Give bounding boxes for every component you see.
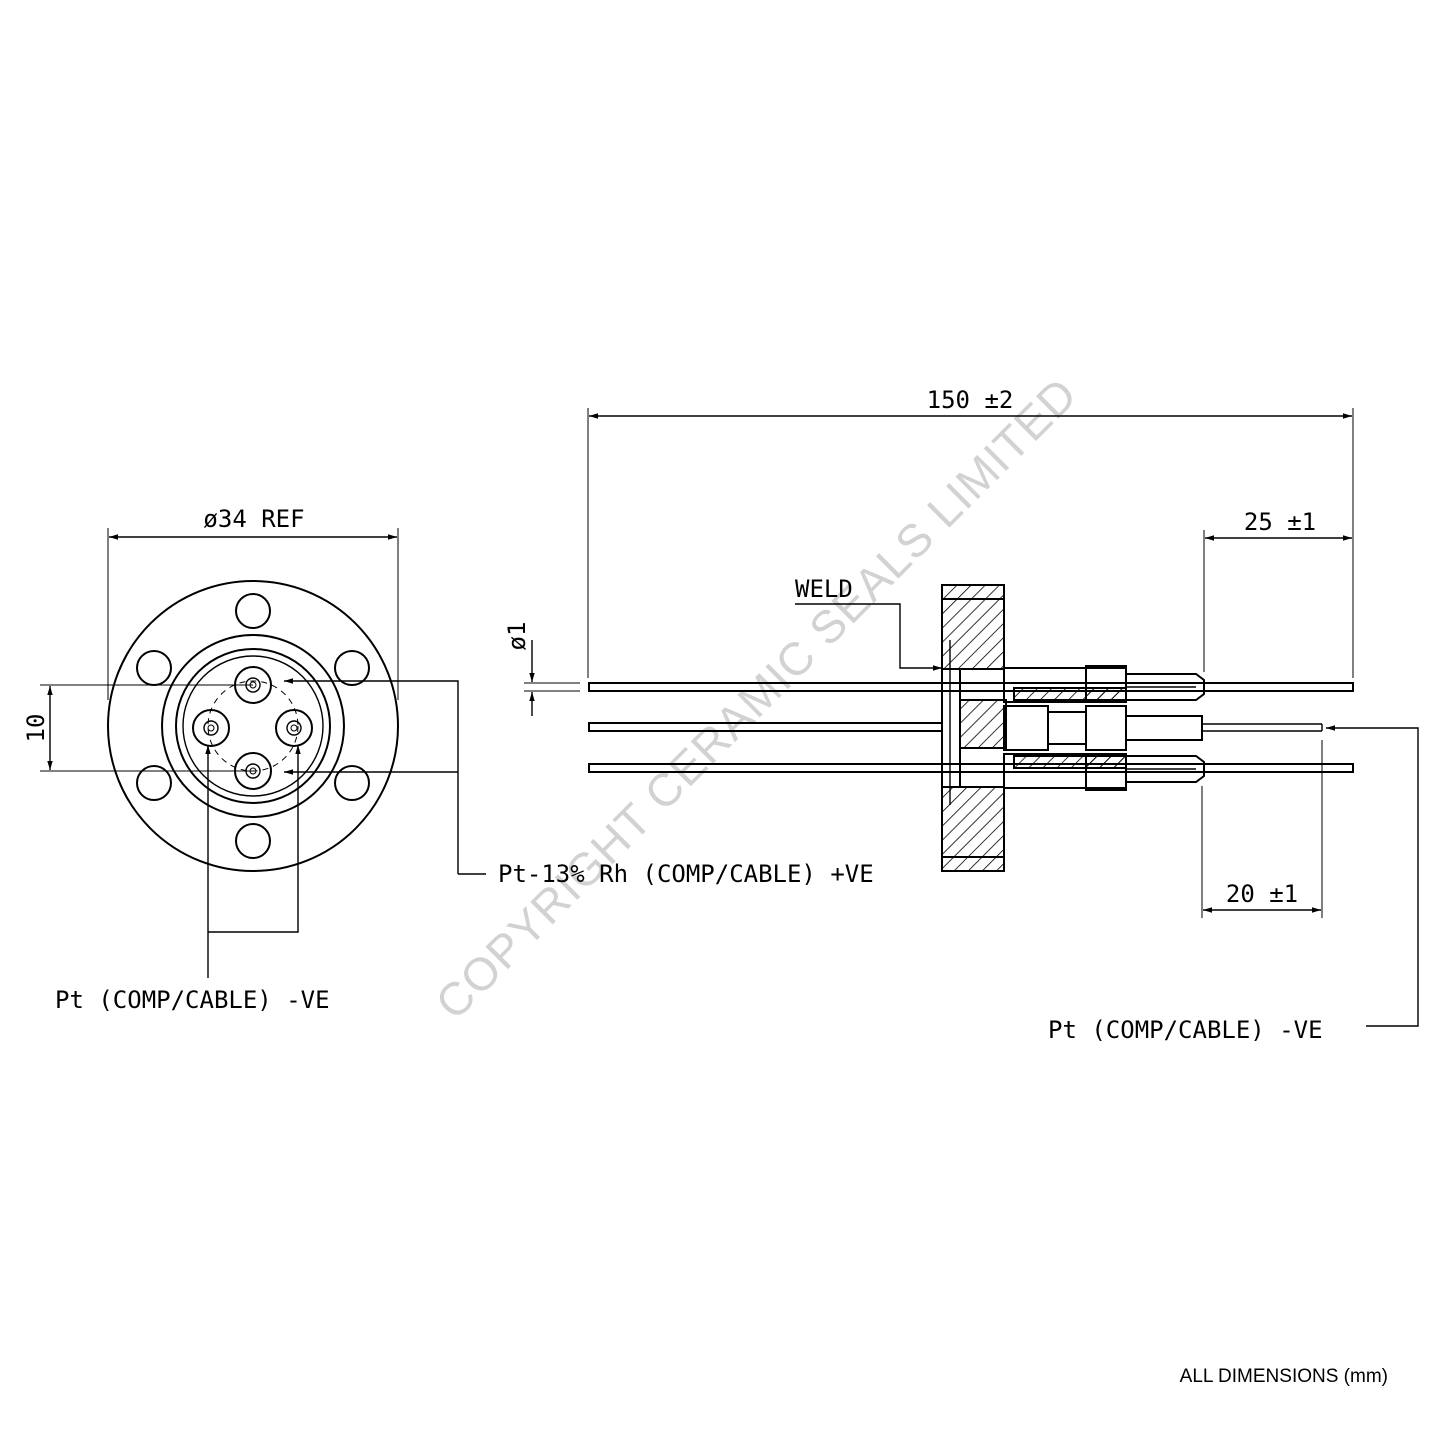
pt-negative-right-label: Pt (COMP/CABLE) -VE [1048,1016,1323,1044]
pin-left [192,709,230,747]
wire-middle [588,722,943,732]
side-view: 150 ±2 25 ±1 [503,386,1419,1044]
body-circle-mid [175,648,331,804]
dimensions-note: ALL DIMENSIONS (mm) [1180,1366,1388,1387]
wire-top [588,682,1354,692]
wire-diameter-label: ø1 [503,622,531,651]
flange-section-top [941,584,1005,670]
pitch-circle [207,680,299,772]
right-end-lower-label: 20 ±1 [1226,880,1298,908]
flange-section-bottom [941,786,1005,872]
bolt-holes [136,593,370,859]
body-circle-inner [182,655,324,797]
pt-negative-left-label: Pt (COMP/CABLE) -VE [55,986,330,1014]
wire-bottom [588,763,1354,773]
body-circle-outer [161,634,345,818]
pt-rh-positive-label: Pt-13% Rh (COMP/CABLE) +VE [498,860,874,888]
right-end-upper-label: 25 ±1 [1244,508,1316,536]
copyright-watermark: COPYRIGHT CERAMIC SEALS LIMITED [425,367,1087,1029]
weld-label: WELD [795,575,853,603]
flange-outer-circle [107,580,399,872]
weld-plate [941,668,961,788]
ceramic-body [959,699,1007,749]
overall-length-label: 150 ±2 [927,386,1014,414]
end-view: ø34 REF 10 Pt-13% Rh (COMP/CABLE) +VE Pt… [22,505,874,1014]
pin-spacing-label: 10 [22,714,50,743]
flange-diameter-label: ø34 REF [203,505,304,533]
pin-right [275,709,313,747]
